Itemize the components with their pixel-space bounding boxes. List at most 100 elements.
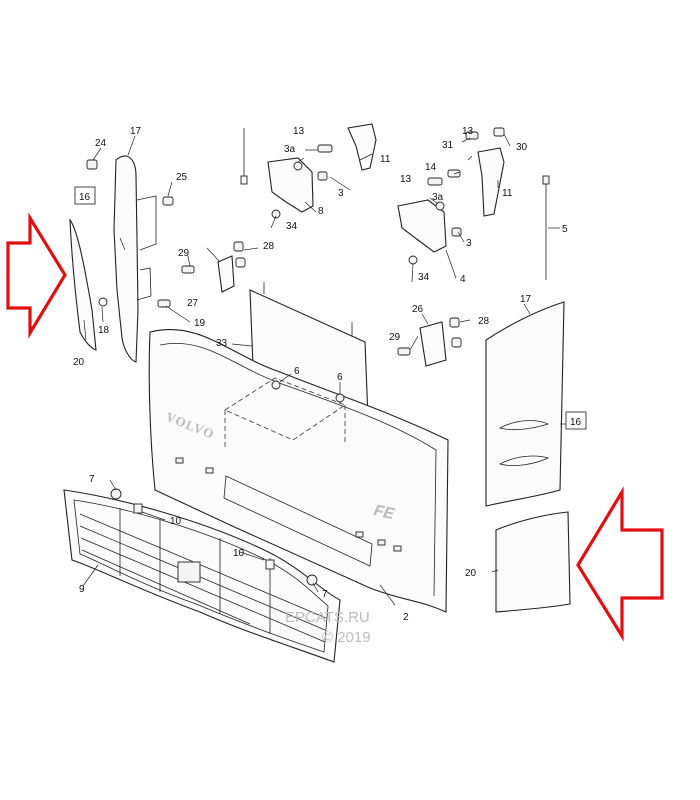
left-red-arrow [6, 212, 67, 339]
front-panel-2 [148, 329, 449, 613]
left-corner-trim-20 [69, 218, 97, 351]
nut-3a-left [293, 161, 303, 171]
right-corner-trim-20 [495, 511, 571, 613]
callout-3a-right: 3a [432, 192, 444, 203]
callout-6-right: 6 [337, 372, 343, 383]
panel-33-handles [263, 282, 353, 336]
panel-fixing-3 [355, 531, 364, 538]
bolt-13-right [427, 177, 443, 186]
callout-10-left: 10 [170, 516, 182, 527]
callout-3-right: 3 [466, 238, 472, 249]
callout-33: 33 [216, 338, 228, 349]
grille-9-inner-frame [73, 499, 329, 653]
callout-6-left: 6 [294, 366, 300, 377]
callout-4: 4 [460, 274, 466, 285]
callout-17-right: 17 [520, 294, 532, 305]
grille-emblem [177, 561, 201, 583]
callout-17-left: 17 [130, 126, 142, 137]
callout-31: 31 [442, 140, 454, 151]
panel-fixing-1 [175, 457, 184, 464]
callout-13-top-right: 13 [462, 126, 474, 137]
bolt-29-right [397, 347, 411, 356]
callout-34-right: 34 [418, 272, 430, 283]
bolt-3-right [451, 227, 462, 237]
bolt-29-left [181, 265, 195, 274]
bolt-3-left [317, 171, 328, 181]
panel-fixing-2 [205, 467, 214, 474]
callout-7-left: 7 [89, 474, 95, 485]
callout-28-right: 28 [478, 316, 490, 327]
strut-end-5 [542, 175, 550, 185]
bolt-28a [233, 241, 244, 252]
callout-16-left: 16 [79, 192, 91, 203]
bolt-28c [449, 317, 460, 328]
callout-34-left: 34 [286, 221, 298, 232]
callout-10-right: 10 [233, 548, 245, 559]
grille-9-bars [79, 508, 327, 643]
callout-18: 18 [98, 325, 110, 336]
callout-24: 24 [95, 138, 107, 149]
callout-box-16-left [74, 186, 96, 205]
clip-18 [98, 297, 108, 307]
left-pillar-trim-17 [113, 155, 139, 363]
hinge-arm-11-right [477, 147, 505, 217]
washer-34-left [271, 209, 281, 219]
model-emblem: FE [372, 502, 397, 523]
bolt-25 [162, 196, 174, 206]
front-panel-2-inner [159, 343, 437, 597]
clip-7-left [110, 488, 122, 500]
watermark-line-1: EPCATS.RU [285, 609, 370, 626]
callout-13-left: 13 [293, 126, 305, 137]
bolt-31 [465, 131, 479, 140]
callout-25: 25 [176, 172, 188, 183]
washer-34-right [408, 255, 418, 265]
panel-fixing-4 [377, 539, 386, 546]
clip-10-left [133, 503, 143, 514]
hinge-bracket-8 [267, 157, 314, 213]
callout-5: 5 [562, 224, 568, 235]
bolt-24 [86, 159, 98, 170]
callout-16-right: 16 [570, 417, 582, 428]
panel-fixing-5 [393, 545, 402, 552]
callout-8: 8 [318, 206, 324, 217]
callout-9: 9 [79, 584, 85, 595]
right-red-arrow [576, 486, 664, 642]
front-panel-slot [223, 475, 373, 567]
callout-26: 26 [412, 304, 424, 315]
right-pillar-trim-17 [485, 301, 565, 507]
bracket-27 [217, 255, 235, 293]
left-pillar-bracket [136, 195, 157, 301]
callout-29-right: 29 [389, 332, 401, 343]
callout-20-right: 20 [465, 568, 477, 579]
bolt-13-left [317, 144, 333, 153]
callout-19: 19 [194, 318, 206, 329]
hinge-arm-11-left [347, 123, 377, 171]
callout-7-right: 7 [322, 589, 328, 600]
bolt-19 [157, 299, 171, 308]
right-trim-vent-upper [498, 420, 550, 431]
clip-7-right [306, 574, 318, 586]
callout-20-left: 20 [73, 357, 85, 368]
bolt-14 [447, 169, 461, 178]
bolt-28d [451, 337, 462, 348]
callout-30: 30 [516, 142, 528, 153]
panel-hidden-edge [224, 377, 346, 450]
hinge-bracket-4 [397, 199, 447, 253]
callout-3-left: 3 [338, 188, 344, 199]
clip-10-right [265, 559, 275, 570]
watermark-line-2: © 2019 [322, 629, 371, 646]
callout-2: 2 [403, 612, 409, 623]
strut-end-left [240, 175, 248, 185]
right-trim-vent-lower [498, 455, 550, 466]
callout-3a-left: 3a [284, 144, 296, 155]
bracket-26 [419, 321, 447, 367]
callout-29-left: 29 [178, 248, 190, 259]
screw-6-left [271, 380, 281, 390]
callout-11-left: 11 [380, 154, 391, 165]
callout-13-right: 13 [400, 174, 412, 185]
screw-6-right [335, 393, 345, 403]
callout-box-16-right [565, 411, 587, 430]
callout-11-right: 11 [502, 188, 513, 199]
callout-27: 27 [187, 298, 199, 309]
